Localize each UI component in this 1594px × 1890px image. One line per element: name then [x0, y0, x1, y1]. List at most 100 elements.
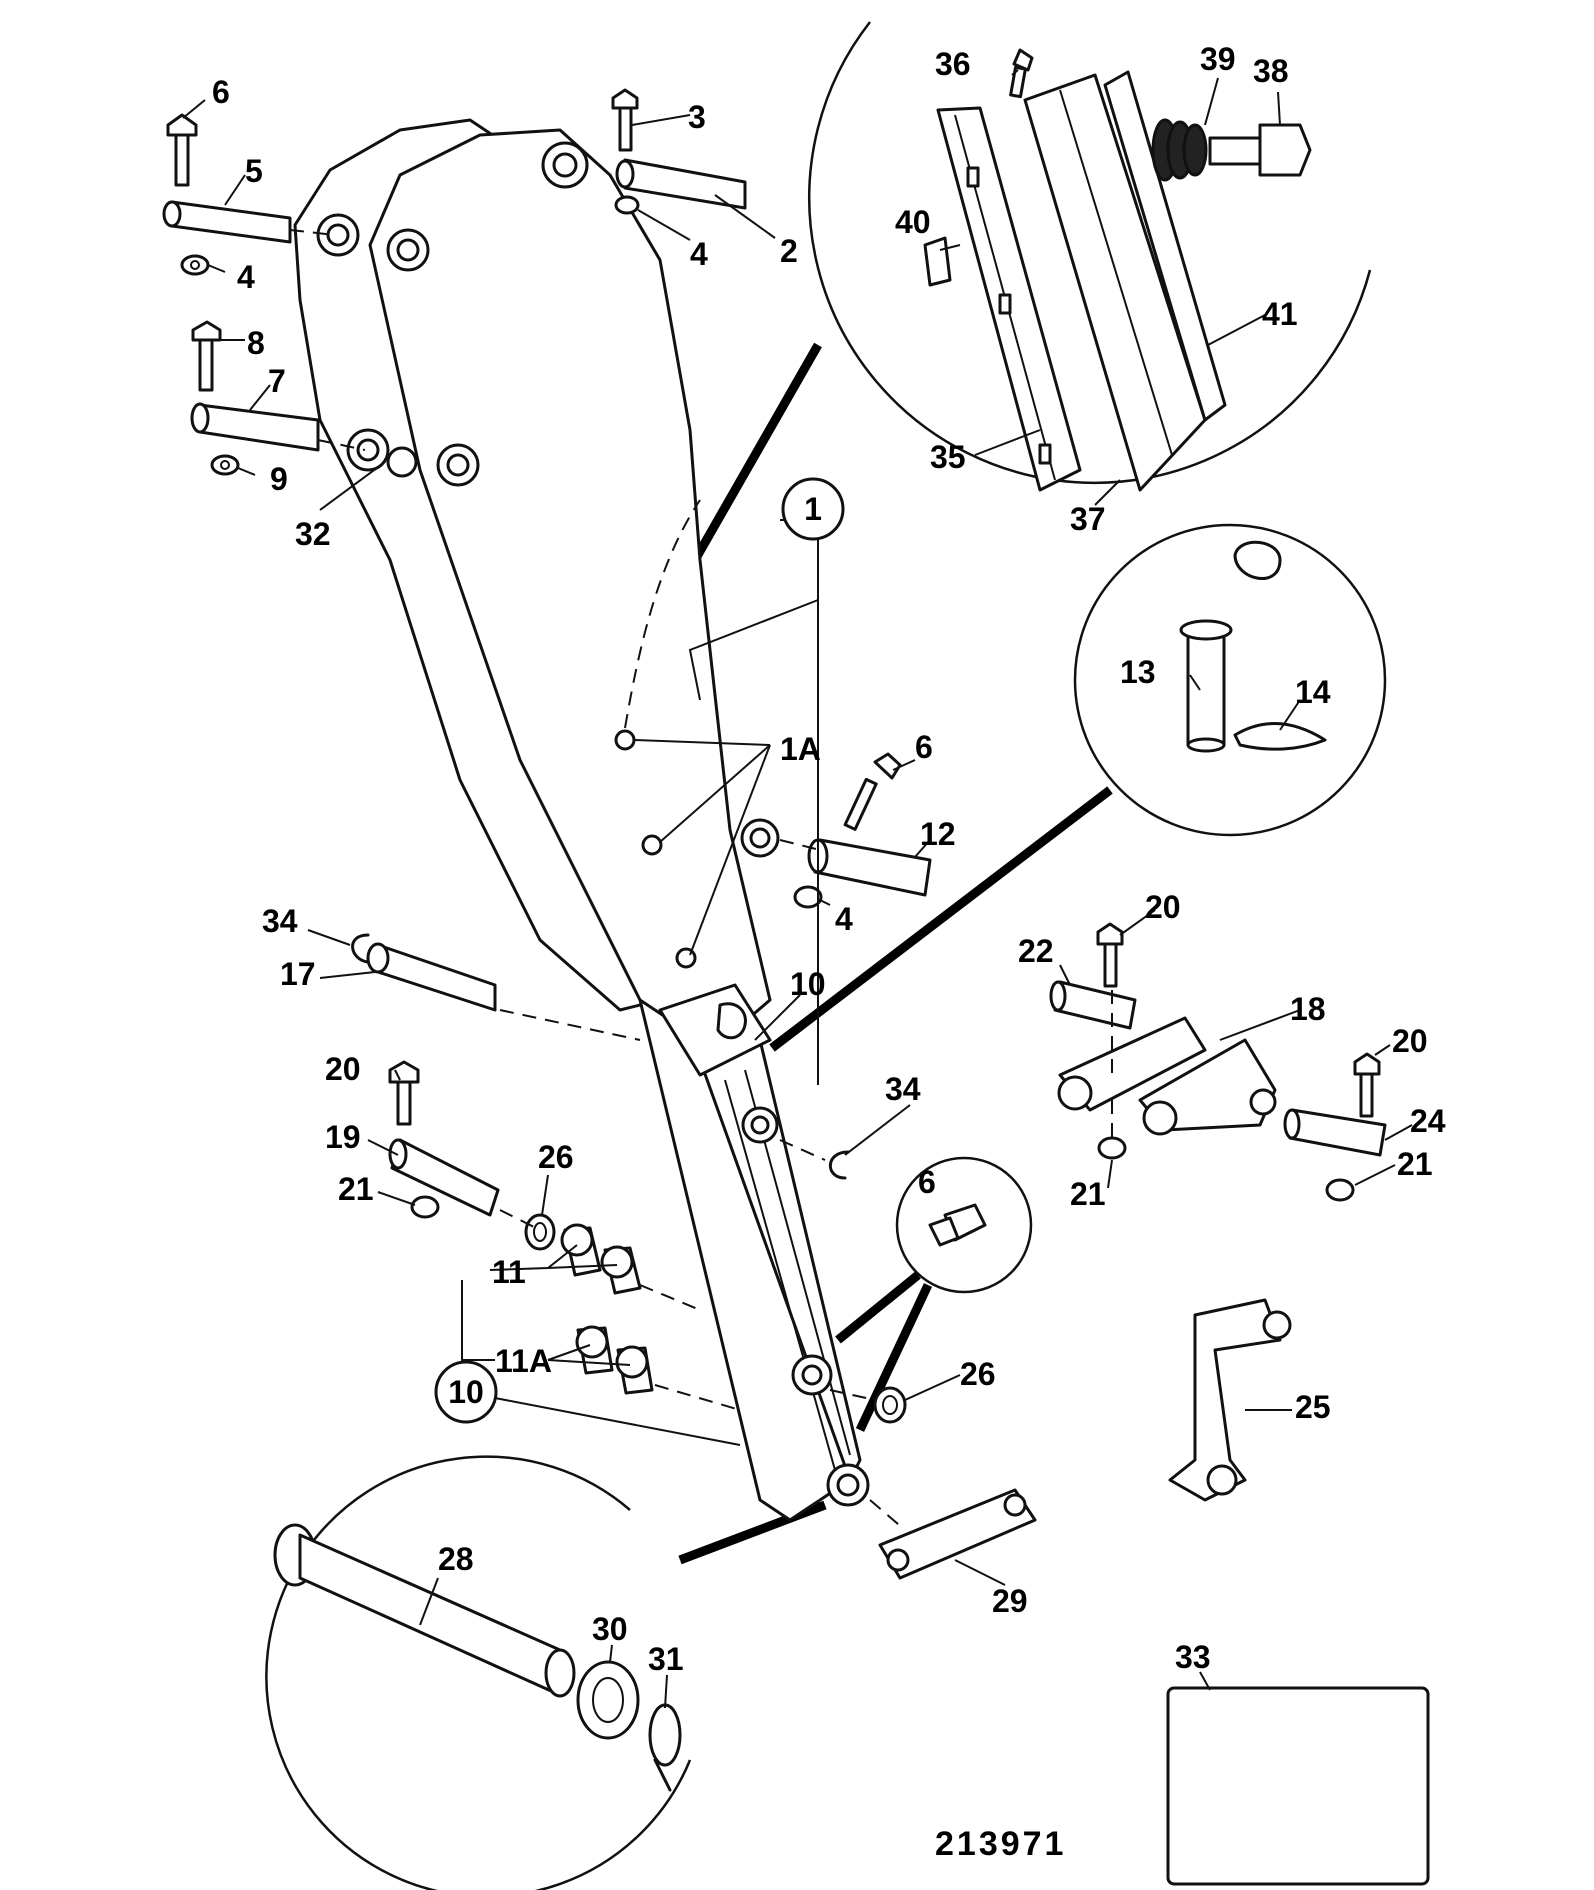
label-29: 29 — [992, 1583, 1028, 1619]
callout-circle-1 — [781, 477, 845, 541]
drawing-number: 213971 — [935, 1825, 1066, 1863]
pin-7 — [190, 402, 320, 452]
label-4-left: 4 — [237, 259, 255, 295]
detail-circle-main-pin — [265, 1455, 827, 1890]
spring-washers-39 — [1151, 118, 1208, 182]
label-6-top: 6 — [212, 74, 230, 110]
washer-26-left — [524, 1213, 556, 1251]
pin-17 — [366, 942, 497, 1012]
bolt-36 — [1009, 48, 1034, 99]
nut-21-left — [410, 1195, 440, 1219]
label-4-mid: 4 — [835, 901, 853, 937]
label-13: 13 — [1120, 654, 1156, 690]
label-18: 18 — [1290, 991, 1326, 1027]
detail-arc — [624, 499, 701, 729]
label-21-mid: 21 — [1070, 1176, 1106, 1212]
label-34-left: 34 — [262, 903, 298, 939]
nut-9 — [210, 454, 240, 476]
washer-30 — [576, 1660, 640, 1740]
label-26-right: 26 — [960, 1356, 996, 1392]
shim-41 — [1103, 70, 1227, 422]
pin-5 — [162, 200, 292, 244]
link-18 — [1057, 1016, 1277, 1136]
label-41: 41 — [1262, 296, 1298, 332]
label-24: 24 — [1410, 1103, 1446, 1139]
label-1: 1 — [804, 491, 822, 527]
nut-4-left — [180, 254, 210, 276]
bolt-20-left — [388, 1060, 420, 1126]
label-36: 36 — [935, 46, 971, 82]
label-22: 22 — [1018, 933, 1054, 969]
pin-12 — [807, 838, 932, 897]
label-37: 37 — [1070, 501, 1106, 537]
label-3: 3 — [688, 99, 706, 135]
circlip-34-left — [351, 933, 370, 964]
label-6-mid: 6 — [915, 729, 933, 765]
label-20-mid: 20 — [1145, 889, 1181, 925]
bushes-11a — [575, 1325, 654, 1395]
label-8: 8 — [247, 325, 265, 361]
label-30: 30 — [592, 1611, 628, 1647]
label-10-circle: 10 — [448, 1374, 484, 1410]
dipper-arm — [293, 118, 870, 1522]
label-17: 17 — [280, 956, 316, 992]
label-20-right: 20 — [1392, 1023, 1428, 1059]
bolt-8 — [191, 320, 222, 392]
label-34-right: 34 — [885, 1071, 921, 1107]
label-11: 11 — [492, 1254, 526, 1290]
link-25 — [1168, 1298, 1292, 1502]
washer-26-right — [873, 1386, 907, 1424]
main-pin-28 — [273, 1523, 576, 1698]
circlip-34-right — [828, 1150, 850, 1180]
label-25: 25 — [1295, 1389, 1331, 1425]
label-7: 7 — [268, 363, 286, 399]
label-28: 28 — [438, 1541, 474, 1577]
label-12: 12 — [920, 816, 956, 852]
pin-19 — [388, 1138, 500, 1217]
label-4-top: 4 — [690, 236, 708, 272]
bolt-6-top — [166, 113, 198, 187]
bolt-20-right — [1353, 1052, 1381, 1118]
detail-circle-lynch-pin — [769, 523, 1387, 1052]
label-31: 31 — [648, 1641, 684, 1677]
bolt-38 — [1208, 123, 1312, 177]
label-9: 9 — [270, 461, 288, 497]
label-35: 35 — [930, 439, 966, 475]
label-6-nipple: 6 — [918, 1164, 936, 1200]
nut-4-mid — [793, 885, 823, 909]
label-2: 2 — [780, 233, 798, 269]
nut-4-top — [614, 195, 640, 215]
label-14: 14 — [1295, 674, 1331, 710]
label-33: 33 — [1175, 1639, 1211, 1675]
wear-pad-35 — [936, 106, 1082, 492]
label-32: 32 — [295, 516, 331, 552]
label-1a: 1A — [780, 731, 821, 767]
label-10-upper: 10 — [790, 966, 826, 1002]
pin-13 — [1179, 540, 1282, 753]
nut-21-mid — [1097, 1136, 1127, 1160]
bushes-11 — [560, 1223, 642, 1295]
pin-22 — [1049, 980, 1137, 1030]
label-39: 39 — [1200, 41, 1236, 77]
part-labels: 1 1A 2 3 4 4 4 5 6 6 6 7 8 9 10 10 11 11… — [212, 41, 1446, 1677]
bolt-20-mid — [1096, 922, 1124, 988]
label-21-right: 21 — [1397, 1146, 1433, 1182]
label-40: 40 — [895, 204, 931, 240]
label-21-left: 21 — [338, 1171, 374, 1207]
pin-24 — [1283, 1108, 1387, 1157]
label-38: 38 — [1253, 53, 1289, 89]
label-11a: 11A — [495, 1343, 552, 1379]
label-19: 19 — [325, 1119, 361, 1155]
label-20-left: 20 — [325, 1051, 361, 1087]
label-26-left: 26 — [538, 1139, 574, 1175]
key-40 — [923, 236, 952, 287]
center-lines — [289, 229, 1113, 1531]
clip-14 — [1233, 722, 1327, 751]
label-5: 5 — [245, 153, 263, 189]
decal-box-33 — [1166, 1686, 1430, 1886]
link-plate-29 — [878, 1488, 1037, 1580]
grease-nipple-6 — [928, 1203, 987, 1247]
bolt-3 — [611, 88, 639, 152]
nut-21-right — [1325, 1178, 1355, 1202]
